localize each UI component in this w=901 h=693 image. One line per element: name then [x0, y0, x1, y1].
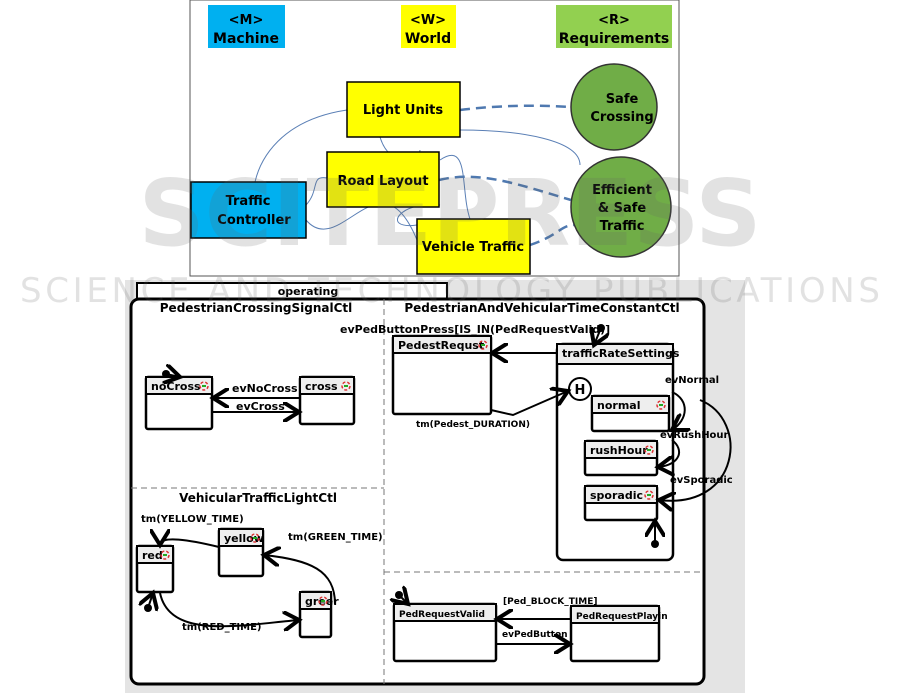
- watermark: SCITEPRESS SCIENCE AND TECHNOLOGY PUBLIC…: [20, 160, 880, 311]
- initial-pseudostates: [144, 324, 659, 612]
- dashed-link: [529, 223, 576, 247]
- requirements-header: <R> Requirements: [556, 5, 672, 48]
- context-diagram: <M> Machine <W> World <R> Requirements L…: [189, 0, 680, 277]
- svg-text:evSporadic: evSporadic: [670, 475, 733, 486]
- history-state: H: [568, 377, 592, 401]
- state-machine-icon: [318, 596, 328, 606]
- svg-text:tm(GREEN_TIME): tm(GREEN_TIME): [288, 532, 383, 543]
- state-pedRequestValid: PedRequestValid: [392, 602, 498, 663]
- state-label: trafficRateSettings: [562, 347, 680, 360]
- state-label: noCross: [151, 380, 201, 393]
- svg-text:tm(YELLOW_TIME): tm(YELLOW_TIME): [141, 514, 244, 525]
- link-line: [305, 177, 328, 206]
- state-machine-icon: [478, 340, 488, 350]
- svg-text:Controller: Controller: [217, 213, 291, 228]
- svg-text:<R>: <R>: [598, 13, 630, 28]
- region-title: PedestrianAndVehicularTimeConstantCtl: [404, 301, 679, 315]
- state-label: PedestRequst: [398, 339, 484, 352]
- svg-text:World: World: [405, 31, 451, 47]
- svg-text:<M>: <M>: [229, 13, 264, 28]
- svg-text:H: H: [575, 383, 586, 398]
- safe-crossing-requirement: Safe Crossing: [570, 63, 658, 151]
- traffic-controller-box: Traffic Controller: [190, 181, 307, 239]
- svg-text:evNoCross: evNoCross: [232, 382, 298, 395]
- state-pedRequestPlaying: PedRequestPlayin: [569, 604, 668, 663]
- state-machine-icon: [250, 533, 260, 543]
- svg-text:evNormal: evNormal: [665, 375, 719, 386]
- svg-text:tm(Pedest_DURATION): tm(Pedest_DURATION): [416, 420, 530, 430]
- svg-text:evPedButton: evPedButton: [502, 630, 568, 640]
- state-yellow: yellow: [217, 527, 265, 578]
- state-sporadic: sporadic: [583, 484, 659, 522]
- svg-text:Light Units: Light Units: [363, 103, 444, 118]
- state-normal: normal: [590, 394, 671, 433]
- svg-text:SCIENCE AND TECHNOLOGY PUBLICA: SCIENCE AND TECHNOLOGY PUBLICATIONS: [20, 271, 880, 311]
- state-rushHour: rushHour: [583, 439, 659, 477]
- light-units-box: Light Units: [346, 81, 461, 138]
- state-label: PedRequestPlayin: [576, 612, 668, 622]
- state-machine-icon: [199, 381, 209, 391]
- svg-text:Machine: Machine: [213, 31, 279, 47]
- svg-text:& Safe: & Safe: [598, 201, 647, 216]
- svg-text:Requirements: Requirements: [559, 31, 670, 47]
- svg-text:Traffic: Traffic: [226, 194, 271, 209]
- region-title: VehicularTrafficLightCtl: [179, 491, 337, 505]
- link-line: [439, 154, 471, 220]
- state-label: normal: [597, 399, 640, 412]
- statechart: operating PedestrianCrossingSignalCtl Pe…: [125, 280, 745, 693]
- state-label: PedRequestValid: [399, 610, 485, 620]
- road-layout-box: Road Layout: [326, 151, 440, 208]
- link-line: [305, 203, 418, 241]
- state-machine-icon: [644, 490, 654, 500]
- state-noCross: noCross: [144, 375, 214, 431]
- state-label: cross: [305, 380, 338, 393]
- state-red: red: [135, 544, 175, 594]
- vehicle-traffic-box: Vehicle Traffic: [416, 218, 531, 275]
- state-label: rushHour: [590, 444, 648, 457]
- world-header: <W> World: [401, 5, 456, 48]
- region-title: PedestrianCrossingSignalCtl: [160, 301, 352, 315]
- link-line: [254, 109, 348, 183]
- svg-text:[Ped_BLOCK_TIME]: [Ped_BLOCK_TIME]: [503, 597, 597, 607]
- svg-text:Traffic: Traffic: [600, 219, 645, 234]
- state-machine-icon: [160, 550, 170, 560]
- svg-text:tm(RED_TIME): tm(RED_TIME): [182, 622, 262, 633]
- state-label: red: [142, 549, 163, 562]
- svg-text:Safe: Safe: [606, 92, 639, 107]
- svg-text:<W>: <W>: [410, 13, 446, 28]
- state-label: yellow: [224, 532, 264, 545]
- state-label: sporadic: [590, 489, 643, 502]
- state-machine-icon: [656, 400, 666, 410]
- state-machine-icon: [644, 445, 654, 455]
- dashed-link: [459, 104, 572, 112]
- svg-text:Crossing: Crossing: [590, 110, 653, 125]
- svg-text:evRushHour: evRushHour: [660, 430, 729, 441]
- state-green: greer: [298, 590, 339, 639]
- state-cross: cross: [298, 375, 356, 426]
- svg-text:operating: operating: [278, 285, 338, 298]
- state-machine-icon: [341, 381, 351, 391]
- svg-text:Road Layout: Road Layout: [337, 174, 428, 189]
- svg-text:Efficient: Efficient: [592, 183, 652, 198]
- transitions: [160, 353, 732, 644]
- link-line: [459, 129, 581, 166]
- dashed-link: [438, 175, 572, 202]
- machine-header: <M> Machine: [208, 5, 285, 48]
- svg-text:evPedButtonPress[IS_IN(PedRequ: evPedButtonPress[IS_IN(PedRequestValid)]: [340, 323, 610, 336]
- transition-labels: evNoCross evCross evPedButtonPress[IS_IN…: [141, 323, 733, 640]
- efficient-safe-traffic-requirement: Efficient & Safe Traffic: [570, 156, 672, 258]
- state-pedestRequst: PedestRequst: [391, 334, 493, 416]
- svg-text:evCross: evCross: [236, 400, 285, 413]
- svg-text:SCITEPRESS: SCITEPRESS: [138, 160, 761, 267]
- svg-text:Vehicle Traffic: Vehicle Traffic: [422, 240, 524, 255]
